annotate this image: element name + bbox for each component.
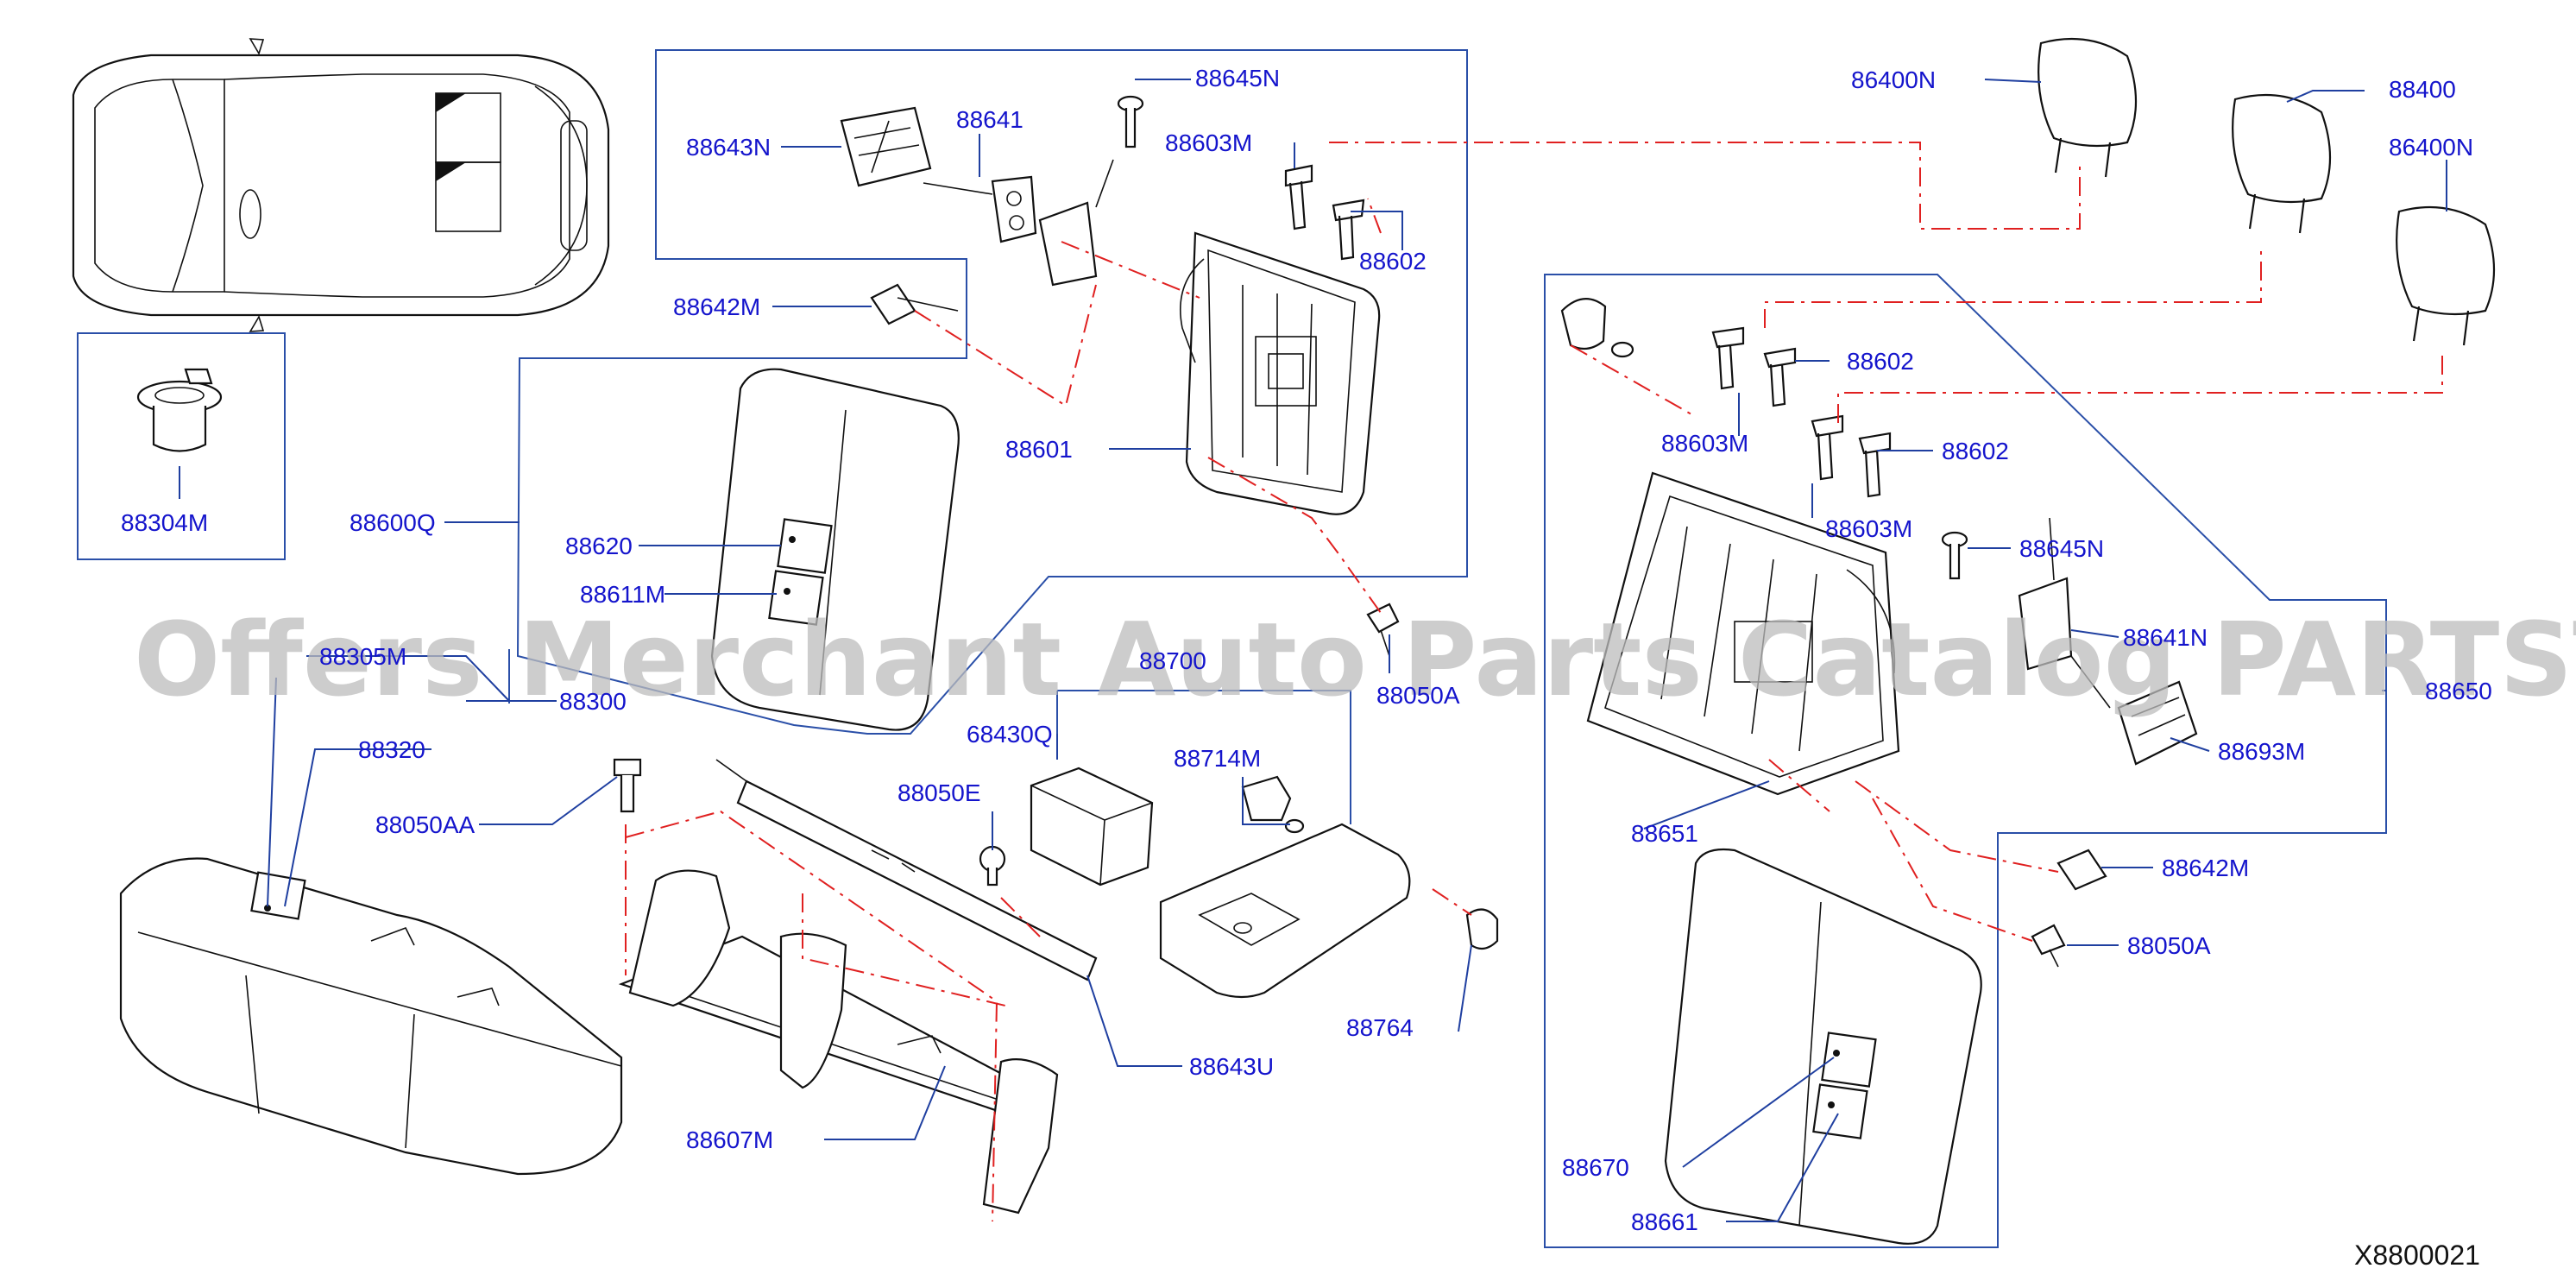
- guides-right-icon: [1711, 326, 1892, 498]
- label-88602-b[interactable]: 88602: [1847, 348, 1914, 375]
- label-88300[interactable]: 88300: [559, 688, 627, 715]
- label-88645N-a[interactable]: 88645N: [1195, 65, 1280, 92]
- frame-88304M: [77, 332, 286, 560]
- seatback-pad-88620-icon: [710, 368, 960, 731]
- headrest-86400N-a-icon: [2037, 37, 2138, 178]
- label-88620[interactable]: 88620: [565, 533, 633, 559]
- diagram-id: X8800021: [2354, 1240, 2480, 1271]
- label-88305M[interactable]: 88305M: [319, 643, 406, 670]
- bolt-88645N-b-icon: [1941, 531, 1968, 580]
- headrest-88400-icon: [2232, 93, 2332, 234]
- bolt-88050E-icon: [979, 845, 1006, 887]
- latch-88643N-icon: [840, 106, 932, 187]
- cushion-frame-88607M-icon: [618, 869, 1059, 1215]
- seatback-frame-88601-icon: [1180, 231, 1381, 515]
- label-88600Q[interactable]: 88600Q: [350, 509, 436, 536]
- watermark-text: Offers Merchant Auto Parts Catalog PARTS…: [134, 600, 2576, 719]
- bracket-88641-icon: [923, 175, 1037, 243]
- label-88642M-a[interactable]: 88642M: [673, 293, 760, 320]
- rod-88643U-icon: [715, 759, 1098, 981]
- label-88661[interactable]: 88661: [1631, 1208, 1698, 1235]
- armrest-88700-icon: [1159, 823, 1411, 999]
- label-88670[interactable]: 88670: [1562, 1154, 1629, 1181]
- cap-88714M-icon: [1241, 775, 1305, 834]
- label-88700[interactable]: 88700: [1139, 647, 1206, 674]
- frame-seatback-right: [1544, 274, 2387, 1248]
- label-88611M[interactable]: 88611M: [580, 581, 665, 608]
- label-86400N-b[interactable]: 86400N: [2389, 134, 2473, 161]
- label-88050AA[interactable]: 88050AA: [375, 811, 476, 838]
- hinge-right-icon: [2018, 517, 2111, 709]
- cup-holder-68430Q-icon: [1030, 767, 1154, 887]
- clip-88764-icon: [1465, 908, 1499, 950]
- label-88645N-b[interactable]: 88645N: [2019, 535, 2104, 562]
- dashed-guides: [625, 142, 2443, 1222]
- label-88693M[interactable]: 88693M: [2218, 738, 2305, 765]
- label-88651[interactable]: 88651: [1631, 820, 1698, 847]
- label-88602-a[interactable]: 88602: [1359, 248, 1427, 274]
- label-88400[interactable]: 88400: [2389, 76, 2456, 103]
- label-88304M[interactable]: 88304M: [121, 509, 208, 536]
- label-88607M[interactable]: 88607M: [686, 1126, 773, 1153]
- label-88642M-b[interactable]: 88642M: [2162, 855, 2249, 881]
- label-88320[interactable]: 88320: [358, 736, 425, 763]
- label-88641[interactable]: 88641: [956, 106, 1023, 133]
- label-88714M[interactable]: 88714M: [1174, 745, 1261, 772]
- label-88603M-c[interactable]: 88603M: [1825, 515, 1912, 542]
- seatback-pad-88670-icon: [1664, 848, 1982, 1245]
- label-88603M-a[interactable]: 88603M: [1165, 129, 1252, 156]
- part-labels: 88645N 88643N 88641 88603M 88602 88642M …: [121, 65, 2492, 1235]
- leader-lines: [179, 79, 2447, 1222]
- bolt-88050A-a-icon: [1366, 603, 1400, 657]
- seat-cushion-88300-icon: [119, 857, 623, 1176]
- label-88050A-a[interactable]: 88050A: [1376, 682, 1460, 709]
- latch-88641N-icon: [1560, 298, 1634, 358]
- bolt-88645N-a-icon: [1117, 95, 1144, 148]
- label-88764[interactable]: 88764: [1346, 1014, 1414, 1041]
- bolt-88050AA-icon: [613, 758, 642, 813]
- label-88643N[interactable]: 88643N: [686, 134, 771, 161]
- hinge-left-icon: [1038, 159, 1114, 287]
- guides-88603M-a-icon: [1284, 164, 1365, 261]
- label-88641N[interactable]: 88641N: [2123, 624, 2208, 651]
- label-88602-c[interactable]: 88602: [1942, 438, 2009, 464]
- striker-88642M-b-icon: [2056, 849, 2107, 891]
- label-86400N-a[interactable]: 86400N: [1851, 66, 1936, 93]
- label-88601[interactable]: 88601: [1005, 436, 1073, 463]
- label-88050A-b[interactable]: 88050A: [2127, 932, 2211, 959]
- bracket-88693M-icon: [2117, 680, 2198, 766]
- label-68430Q[interactable]: 68430Q: [967, 721, 1053, 748]
- car-top-view-icon: [72, 38, 610, 332]
- bolt-88050A-b-icon: [2031, 924, 2066, 968]
- striker-88642M-icon: [870, 283, 959, 325]
- label-88050E[interactable]: 88050E: [898, 779, 981, 806]
- label-88650[interactable]: 88650: [2425, 678, 2492, 704]
- anchor-88304M-icon: [136, 368, 223, 452]
- label-88603M-b[interactable]: 88603M: [1661, 430, 1748, 457]
- headrest-86400N-b-icon: [2396, 205, 2496, 346]
- frame-seatback-left: [516, 49, 1468, 735]
- seatback-frame-88651-icon: [1586, 471, 1900, 796]
- label-88643U[interactable]: 88643U: [1189, 1053, 1274, 1080]
